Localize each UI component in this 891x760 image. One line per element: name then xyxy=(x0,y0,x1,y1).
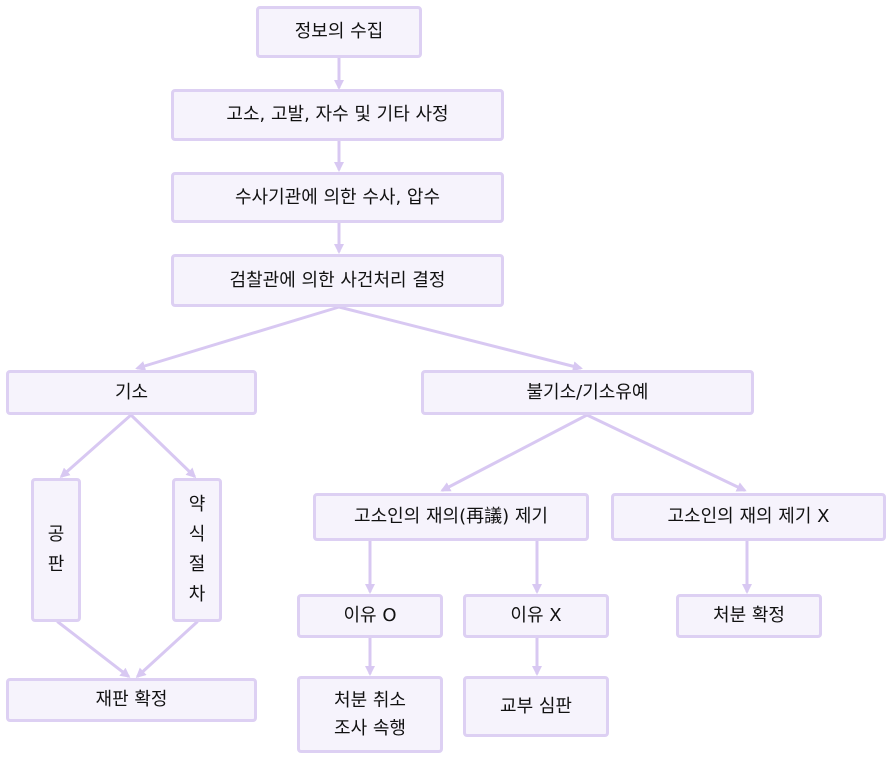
node-no-reconsider: 고소인의 재의 제기 X xyxy=(611,493,886,541)
node-referral: 교부 심판 xyxy=(463,676,609,737)
node-decision-label: 검찰관에 의한 사건처리 결정 xyxy=(229,269,446,291)
node-reason-o-label: 이유 O xyxy=(343,605,397,626)
node-verdict-label: 재판 확정 xyxy=(95,689,168,710)
node-summary: 약 식 절 차 xyxy=(172,478,222,622)
node-decision: 검찰관에 의한 사건처리 결정 xyxy=(171,254,504,307)
node-no-reconsider-label: 고소인의 재의 제기 X xyxy=(667,506,830,527)
arrow-nonindict-noreconsider xyxy=(585,413,747,492)
node-investigate: 수사기관에 의한 수사, 압수 xyxy=(171,172,504,223)
node-reason-x-label: 이유 X xyxy=(510,605,562,626)
node-disposition: 처분 확정 xyxy=(676,594,822,638)
node-non-indict: 불기소/기소유예 xyxy=(421,370,754,415)
node-reason-o: 이유 O xyxy=(297,594,443,638)
arrow-trial-verdict xyxy=(56,620,131,678)
node-indict-label: 기소 xyxy=(114,381,149,403)
node-verdict: 재판 확정 xyxy=(6,678,257,722)
node-non-indict-label: 불기소/기소유예 xyxy=(526,381,649,403)
node-indict: 기소 xyxy=(6,370,257,415)
node-collect-label: 정보의 수집 xyxy=(294,21,384,42)
node-reconsider: 고소인의 재의(再議) 제기 xyxy=(313,493,589,541)
node-reason-x: 이유 X xyxy=(463,594,609,638)
node-collect: 정보의 수집 xyxy=(256,6,422,58)
node-reconsider-label: 고소인의 재의(再議) 제기 xyxy=(354,506,548,527)
node-investigate-label: 수사기관에 의한 수사, 압수 xyxy=(234,186,441,208)
node-summary-label: 약 식 절 차 xyxy=(188,494,206,605)
arrow-nonindict-reconsider xyxy=(440,413,589,492)
node-referral-label: 교부 심판 xyxy=(500,695,572,717)
arrow-indict-trial xyxy=(59,413,133,478)
node-cancel: 처분 취소 조사 속행 xyxy=(297,676,443,753)
node-report: 고소, 고발, 자수 및 기타 사정 xyxy=(171,89,504,141)
arrow-summary-verdict xyxy=(135,620,199,679)
arrow-decision-indict xyxy=(135,305,341,371)
node-trial: 공 판 xyxy=(31,478,81,622)
node-report-label: 고소, 고발, 자수 및 기타 사정 xyxy=(226,104,449,125)
node-cancel-label: 처분 취소 조사 속행 xyxy=(334,689,406,739)
node-trial-label: 공 판 xyxy=(47,524,65,575)
arrow-decision-nonindict xyxy=(337,305,583,372)
arrow-indict-summary xyxy=(129,413,197,479)
node-disposition-label: 처분 확정 xyxy=(713,605,785,626)
